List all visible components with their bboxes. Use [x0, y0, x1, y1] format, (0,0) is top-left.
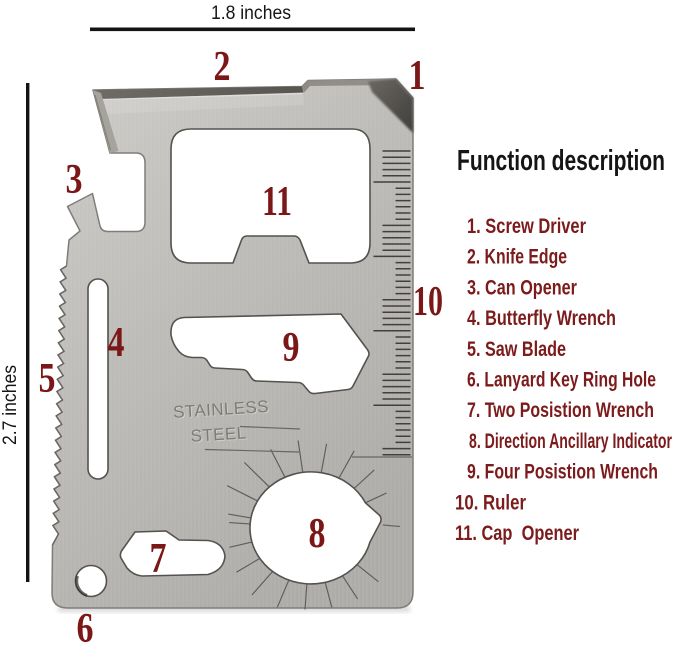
svg-text:2. Knife Edge: 2. Knife Edge — [467, 246, 567, 269]
svg-text:2.7 inches: 2.7 inches — [0, 365, 21, 445]
svg-text:8. Direction Ancillary Indicat: 8. Direction Ancillary Indicator — [469, 430, 672, 453]
svg-text:1: 1 — [409, 53, 426, 99]
svg-text:5. Saw Blade: 5. Saw Blade — [467, 338, 566, 361]
svg-text:11: 11 — [262, 179, 292, 225]
svg-text:7. Two Posistion Wrench: 7. Two Posistion Wrench — [467, 399, 654, 422]
svg-text:10. Ruler: 10. Ruler — [455, 491, 526, 514]
svg-text:3: 3 — [66, 157, 83, 203]
svg-text:4. Butterfly Wrench: 4. Butterfly Wrench — [467, 307, 616, 330]
svg-text:1. Screw Driver: 1. Screw Driver — [467, 215, 586, 238]
svg-text:11. Cap Opener: 11. Cap Opener — [455, 522, 579, 545]
svg-text:7: 7 — [150, 536, 167, 582]
svg-text:STEEL: STEEL — [191, 424, 248, 446]
svg-text:6. Lanyard Key Ring Hole: 6. Lanyard Key Ring Hole — [467, 369, 656, 392]
svg-text:1.8 inches: 1.8 inches — [211, 3, 291, 24]
svg-text:10: 10 — [413, 279, 443, 325]
svg-text:2: 2 — [214, 44, 231, 90]
svg-text:9. Four Posistion Wrench: 9. Four Posistion Wrench — [467, 461, 658, 484]
svg-text:9: 9 — [283, 325, 300, 371]
svg-text:4: 4 — [108, 320, 125, 366]
svg-text:6: 6 — [77, 606, 94, 647]
svg-text:8: 8 — [309, 511, 326, 557]
svg-text:5: 5 — [39, 356, 56, 402]
svg-text:Function description: Function description — [457, 145, 665, 177]
svg-text:STEEL: STEEL — [190, 423, 247, 445]
svg-text:3. Can Opener: 3. Can Opener — [467, 276, 577, 299]
